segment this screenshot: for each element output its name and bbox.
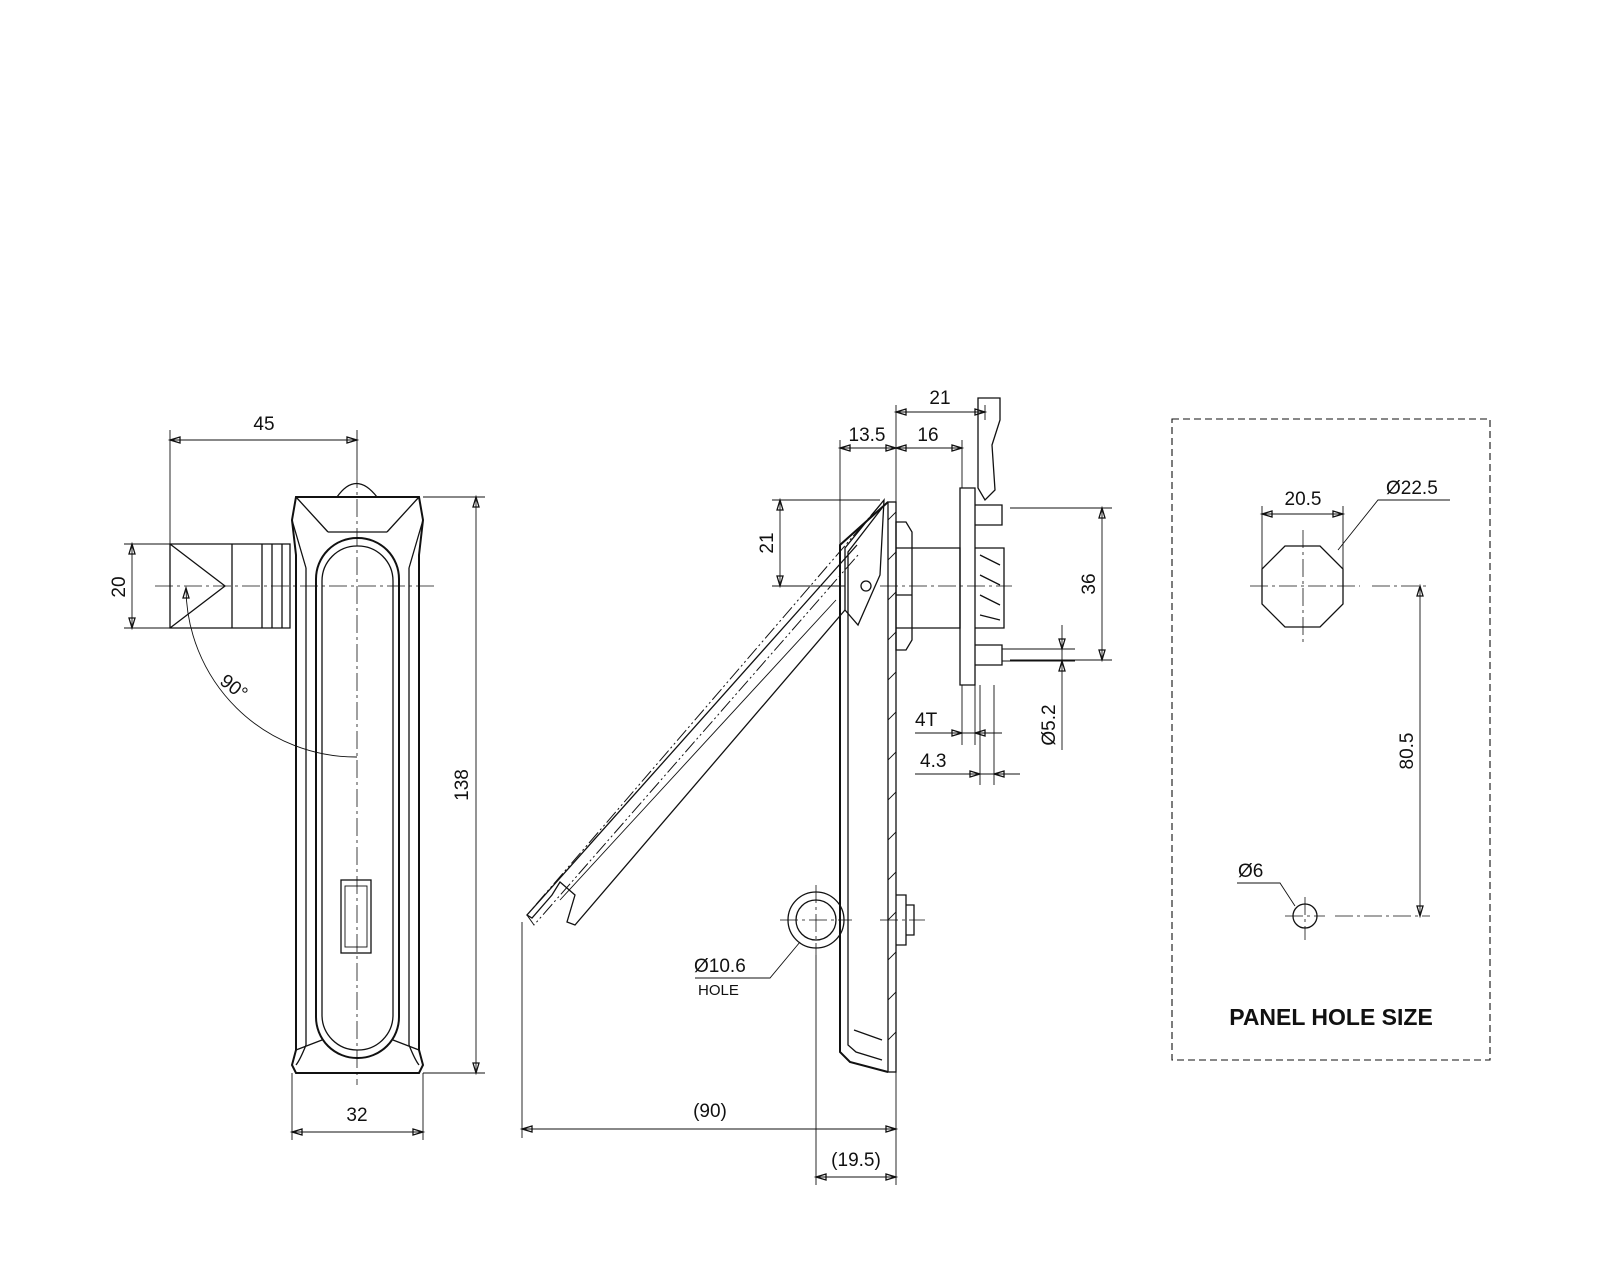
dim-13-5-16: 13.5 16 [837, 425, 965, 545]
front-key-slot-inner [344, 885, 368, 948]
dim-21-top-label: 21 [929, 388, 950, 409]
dim-19-5-label: (19.5) [831, 1150, 881, 1171]
dim-6-label: Ø6 [1238, 861, 1263, 882]
dim-20-5: 20.5 [1259, 489, 1346, 569]
dim-36: 36 [1010, 505, 1112, 663]
dim-19-5: (19.5) [813, 955, 899, 1185]
dim-90deg: 90° [182, 585, 358, 758]
side-body-profile [839, 501, 889, 1073]
dim-90-reach: (90) [519, 922, 899, 1185]
panel-title: PANEL HOLE SIZE [1229, 1004, 1433, 1030]
dim-22-5: Ø22.5 [1337, 478, 1450, 551]
front-top-knob [336, 482, 378, 498]
front-view: 45 20 90° 138 32 [109, 414, 485, 1140]
hole-label: HOLE [698, 982, 739, 999]
front-inner-rail [295, 568, 420, 1066]
dim-80-5-label: 80.5 [1397, 733, 1418, 770]
panel-outline [1171, 418, 1491, 1061]
side-handle-head [844, 498, 885, 627]
front-body-outline [290, 496, 425, 1074]
dim-6: Ø6 [1237, 861, 1296, 907]
dim-5-2-label: Ø5.2 [1039, 704, 1060, 745]
dim-80-5: 80.5 [1397, 583, 1424, 919]
side-view: Ø10.6 HOLE 21 13.5 16 21 [519, 388, 1112, 1185]
side-spring [975, 547, 1005, 629]
front-handle-inner [321, 545, 394, 1051]
panel-hole-size: 20.5 Ø22.5 80.5 Ø6 PANEL HOLE SIZE [1171, 418, 1491, 1061]
dim-90-reach-label: (90) [693, 1101, 727, 1122]
dim-45-label: 45 [253, 414, 274, 435]
dim-5-2: Ø5.2 [1002, 625, 1075, 750]
front-handle-lever [315, 537, 400, 1059]
side-body-inner [847, 507, 883, 1061]
dim-90-label: 90° [216, 671, 252, 705]
dim-20-label: 20 [109, 576, 130, 597]
dim-138-label: 138 [452, 769, 473, 801]
dim-32-label: 32 [346, 1105, 367, 1126]
dim-21-top: 21 [893, 388, 988, 502]
dim-138: 138 [423, 494, 485, 1076]
dim-36-label: 36 [1079, 573, 1100, 594]
dim-21-vertical: 21 [757, 497, 880, 589]
side-panel-hatch [887, 511, 897, 1041]
side-lock-cam [977, 397, 1001, 502]
dim-32: 32 [289, 1073, 426, 1140]
dim-22-5-label: Ø22.5 [1386, 478, 1438, 499]
panel-main-hole [1261, 545, 1344, 628]
dim-10-6: Ø10.6 HOLE [694, 941, 801, 999]
dim-4t-label: 4T [915, 710, 938, 731]
dim-4t: 4T [915, 685, 1002, 745]
dim-45: 45 [167, 414, 360, 544]
dim-20: 20 [109, 541, 170, 631]
dim-16-label: 16 [917, 425, 938, 446]
dim-4-3-label: 4.3 [920, 751, 946, 772]
dim-21-vertical-label: 21 [757, 532, 778, 553]
front-top-bevel [291, 496, 424, 569]
side-open-handle-outline [526, 504, 881, 926]
front-key-slot [340, 879, 372, 954]
dim-4-3: 4.3 [915, 685, 1020, 785]
side-panel-plate [887, 501, 897, 1073]
side-open-handle [525, 544, 858, 926]
front-bottom-bevel [295, 1039, 420, 1051]
dim-10-6-label: Ø10.6 [694, 956, 746, 977]
side-pivot-pin [860, 580, 872, 592]
side-bracket [959, 487, 1003, 686]
dim-13-5-label: 13.5 [849, 425, 886, 446]
side-open-handle-inner [559, 599, 837, 901]
dim-20-5-label: 20.5 [1285, 489, 1322, 510]
